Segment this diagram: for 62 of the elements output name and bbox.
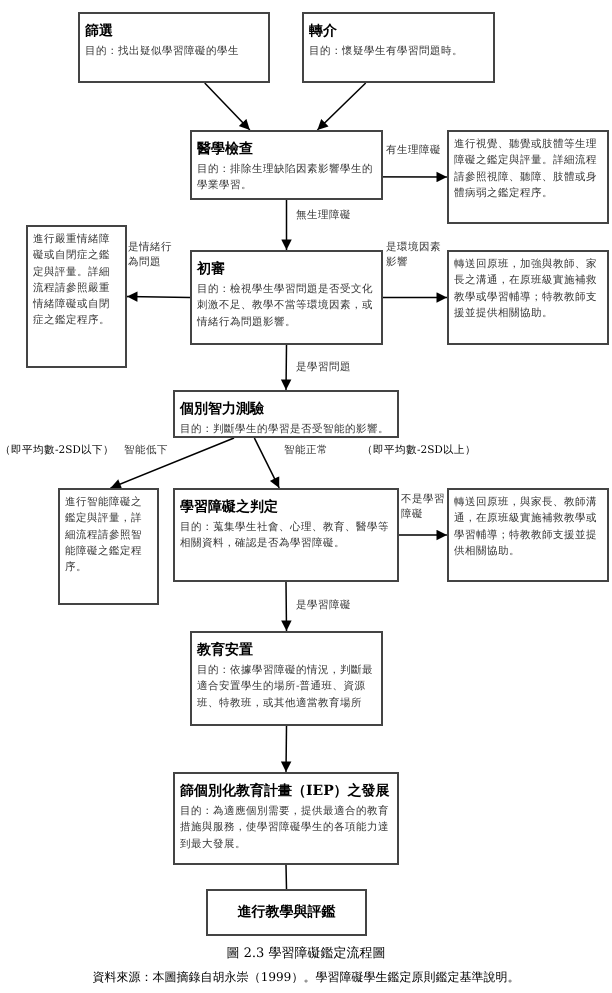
step-description: 目的：排除生理缺陷因素影響學生的學業學習。	[197, 162, 374, 194]
step-description: 目的：依據學習障礙的情況，判斷最適合安置學生的場所-普通班、資源班、特教班，或其他適當教育場所	[197, 663, 374, 711]
range-note: （即平均數-2SD以上）	[362, 443, 476, 458]
arrow	[399, 530, 447, 540]
arrow	[280, 345, 292, 390]
step-title: 進行教學與評鑑	[238, 903, 336, 922]
connector-line	[285, 864, 288, 890]
arrow	[383, 292, 447, 303]
step-note: 進行智能障礙之鑑定與評量，詳細流程請參照智能障礙之鑑定程序。	[65, 495, 143, 576]
step-description: 目的：蒐集學生社會、心理、教育、醫學等相關資料，確認是否為學習障礙。	[180, 520, 390, 552]
arrow	[110, 437, 234, 489]
process-box	[78, 12, 270, 83]
process-box	[302, 12, 495, 83]
arrow	[281, 582, 292, 631]
note-box	[447, 488, 609, 582]
step-note: 轉送回原班，與家長、教師溝通，在原班級實施補救教學或學習輔導；特教教師支援並提供相關協助。	[454, 495, 598, 559]
arrow	[254, 438, 280, 488]
step-description: 目的：找出疑似學習障礙的學生	[85, 44, 240, 59]
range-note: （即平均數-2SD以下）	[0, 443, 114, 458]
step-note: 進行嚴重情緒障礙或自閉症之鑑定與評量。詳細流程請參照嚴重情緒障礙或自閉症之鑑定程序。	[33, 232, 111, 328]
step-title: 教育安置	[197, 640, 254, 660]
process-box	[190, 631, 383, 726]
step-title: 篩選	[85, 22, 114, 41]
arrow	[383, 172, 447, 182]
arrow	[280, 726, 292, 772]
process-box	[173, 390, 399, 438]
process-box	[173, 772, 399, 865]
edge-label: 有生理障礙	[386, 143, 442, 158]
edge-label: 是情緒行為問題	[128, 240, 173, 270]
step-note: 轉送回原班，加強與教師、家長之溝通，在原班級實施補救教學或學習輔導；特教教師支援並提供相關協助。	[454, 257, 598, 321]
note-box	[447, 130, 609, 224]
edge-label: 是學習問題	[296, 360, 352, 375]
note-box	[206, 889, 367, 936]
process-box	[190, 130, 383, 200]
step-note: 進行視覺、聽覺或肢體等生理障礙之鑑定與評量。詳細流程請參照視障、聽障、肢體或身體病弱之鑑定程序。	[454, 137, 598, 201]
note-box	[58, 488, 159, 605]
note-box	[447, 250, 609, 345]
step-title: 學習障礙之判定	[180, 498, 279, 517]
edge-label: 智能正常	[284, 443, 329, 458]
step-description: 目的：檢視學生學習問題是否受文化刺激不足、教學不當等環境因素，或情緒行為問題影響。	[197, 282, 374, 330]
step-description: 目的：為適應個別需要，提供最適合的教育措施與服務，使學習障礙學生的各項能力達到最大發展。	[180, 804, 390, 852]
edge-label: 是學習障礙	[296, 598, 352, 613]
step-title: 初審	[197, 260, 226, 279]
note-box	[26, 225, 127, 368]
step-description: 目的：判斷學生的學習是否受智能的影響。	[180, 422, 390, 437]
process-box	[190, 250, 383, 345]
step-title: 篩個別化教育計畫（IEP）之發展	[180, 782, 391, 801]
edge-label: 無生理障礙	[296, 208, 352, 223]
step-title: 醫學檢查	[197, 140, 254, 159]
step-title: 轉介	[309, 22, 338, 41]
arrow	[126, 291, 190, 302]
source-note: 資料來源：本圖摘錄自胡永崇（1999）。學習障礙學生鑑定原則鑑定基準說明。	[92, 969, 520, 986]
edge-label: 智能低下	[124, 443, 169, 458]
figure-caption: 圖 2.3 學習障礙鑑定流程圖	[226, 945, 386, 963]
arrow	[281, 200, 292, 250]
edge-label: 是環境因素影響	[386, 240, 442, 270]
process-box	[173, 488, 399, 582]
arrow	[316, 82, 366, 131]
edge-label: 不是學習障礙	[401, 492, 445, 522]
step-description: 目的：懷疑學生有學習問題時。	[309, 44, 464, 59]
step-title: 個別智力測驗	[180, 400, 265, 419]
arrow	[204, 82, 250, 131]
